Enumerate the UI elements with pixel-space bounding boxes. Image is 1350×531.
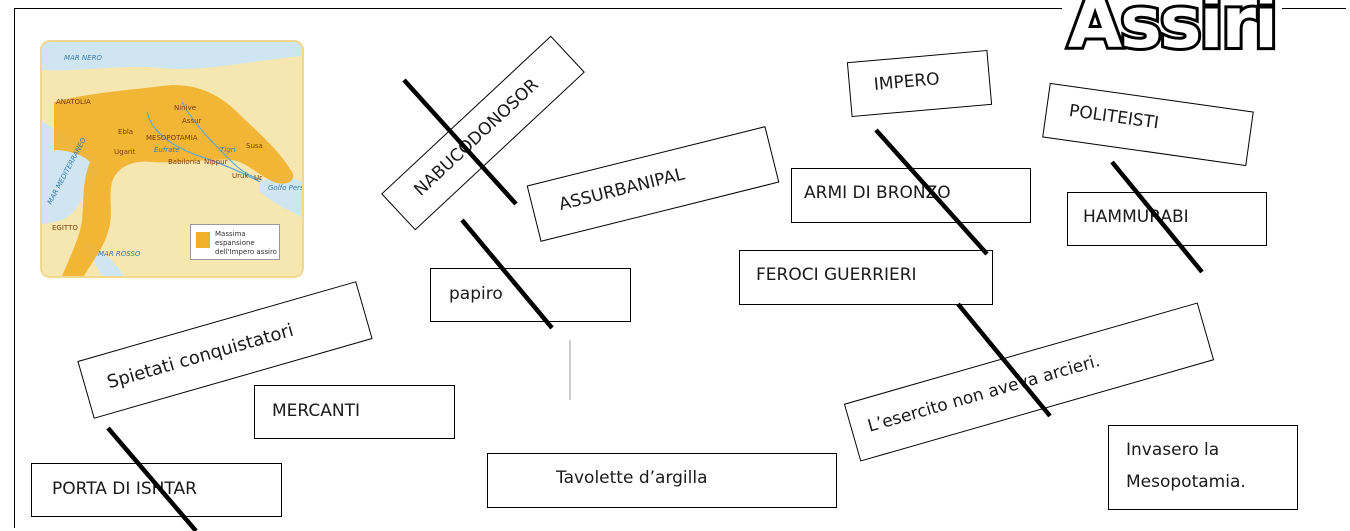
black-sea xyxy=(42,42,302,71)
card-label: FEROCI GUERRIERI xyxy=(756,265,917,285)
strike-line xyxy=(402,78,518,206)
map-label: ANATOLIA xyxy=(56,98,91,106)
strike-line xyxy=(106,426,198,531)
card-label: PORTA DI ISHTAR xyxy=(52,479,197,499)
map-label: Eufrate xyxy=(154,146,180,154)
map-label: Ebla xyxy=(118,128,134,136)
card-label: ARMI DI BRONZO xyxy=(804,183,951,203)
strike-line xyxy=(956,302,1052,418)
card-label: Tavolette d’argilla xyxy=(556,468,708,488)
map-label: Nippur xyxy=(204,158,228,166)
strike-line xyxy=(460,218,554,330)
card-papiro[interactable]: papiro xyxy=(430,268,631,322)
card-invasero[interactable]: Invasero la Mesopotamia. xyxy=(1108,425,1298,510)
tigris-river xyxy=(181,101,263,181)
card-armi-di-bronzo[interactable]: ARMI DI BRONZO xyxy=(791,168,1031,223)
map-label: MAR ROSSO xyxy=(98,250,141,258)
map-label: EGITTO xyxy=(52,224,78,232)
card-label: MERCANTI xyxy=(272,401,360,421)
euphrates-river xyxy=(146,111,261,183)
empire-area xyxy=(54,85,294,276)
map-label: Ugarit xyxy=(114,148,136,156)
card-feroci-guerrieri[interactable]: FEROCI GUERRIERI xyxy=(739,250,993,305)
map-drawing xyxy=(42,42,302,276)
card-porta-di-ishtar[interactable]: PORTA DI ISHTAR xyxy=(31,463,282,517)
map-label: MESOPOTAMIA xyxy=(146,134,198,142)
map-label: Susa xyxy=(246,142,263,150)
map-label: Babilonia xyxy=(168,158,201,166)
card-tavolette-argilla[interactable]: Tavolette d’argilla xyxy=(487,453,837,508)
map-label: MAR NERO xyxy=(64,54,102,62)
map-label: Assur xyxy=(182,117,202,125)
persian-gulf xyxy=(260,176,302,217)
map-label: Golfo Persico xyxy=(268,184,304,192)
assyrian-empire-map: MAR NERO ANATOLIA MESOPOTAMIA EGITTO MAR… xyxy=(40,40,304,278)
card-mercanti[interactable]: MERCANTI xyxy=(254,385,455,439)
strike-line xyxy=(1110,160,1204,274)
card-hammurabi[interactable]: HAMMURABI xyxy=(1067,192,1267,246)
worksheet-title: Assiri xyxy=(1062,0,1283,61)
strike-line xyxy=(874,128,989,256)
map-label: Ninive xyxy=(174,104,197,112)
card-label-line2: Mesopotamia. xyxy=(1126,472,1246,492)
worksheet-frame xyxy=(14,8,1346,528)
legend-swatch xyxy=(196,232,210,248)
map-label: Ur xyxy=(254,174,263,182)
map-label: Tigri xyxy=(220,146,236,154)
card-label: papiro xyxy=(449,284,503,304)
map-legend: Massima espansione dell'Impero assiro xyxy=(190,224,280,260)
legend-text: Massima espansione dell'Impero assiro xyxy=(215,230,277,256)
map-label: Uruk xyxy=(232,172,249,180)
card-label-line1: Invasero la xyxy=(1126,440,1220,460)
